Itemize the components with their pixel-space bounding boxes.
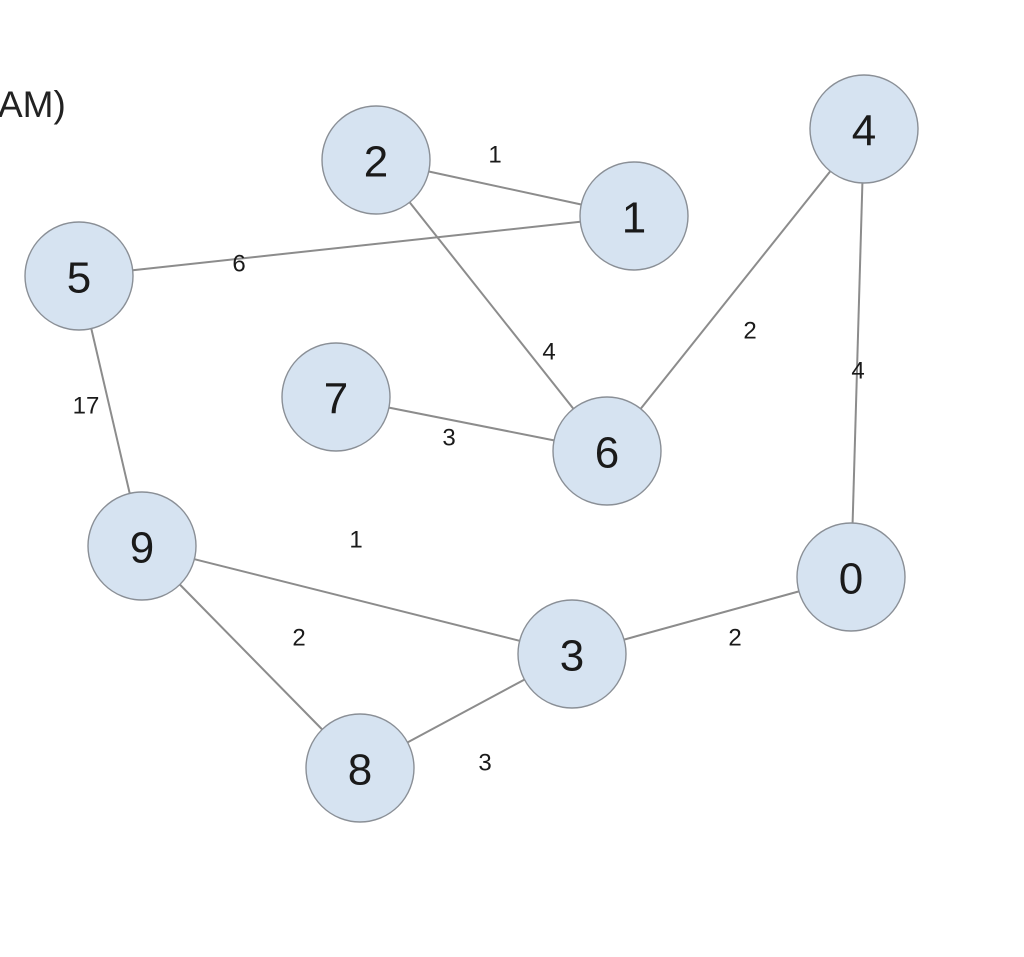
edge-weight-2-1: 1 [488, 142, 501, 169]
node-label-0: 0 [839, 555, 863, 604]
edge-weight-7-6: 3 [442, 425, 455, 452]
node-label-9: 9 [130, 524, 154, 573]
node-label-2: 2 [364, 138, 388, 187]
edge-6-4 [639, 170, 832, 410]
node-circle-5 [24, 221, 134, 331]
node-8: 8 [305, 713, 415, 823]
edge-9-8 [179, 583, 323, 731]
node-5: 5 [24, 221, 134, 331]
edge-weight-2-6: 4 [542, 339, 555, 366]
edge-weight-4-0: 4 [851, 358, 864, 385]
edge-2-6 [408, 201, 575, 410]
node-circle-7 [281, 342, 391, 452]
edge-weight-9-3: 1 [349, 527, 362, 554]
node-circle-8 [305, 713, 415, 823]
node-0: 0 [796, 522, 906, 632]
node-label-8: 8 [348, 746, 372, 795]
node-9: 9 [87, 491, 197, 601]
node-2: 2 [321, 105, 431, 215]
node-label-5: 5 [67, 254, 91, 303]
edge-weight-6-4: 2 [743, 318, 756, 345]
edge-5-1 [132, 220, 581, 272]
edge-4-0 [851, 182, 864, 524]
node-circle-9 [87, 491, 197, 601]
partial-title: AM) [0, 84, 66, 125]
edge-9-3 [194, 558, 520, 642]
node-label-7: 7 [324, 375, 348, 424]
edge-weight-5-1: 6 [232, 251, 245, 278]
node-7: 7 [281, 342, 391, 452]
edge-2-1 [428, 170, 582, 206]
edge-3-0 [623, 590, 800, 641]
node-3: 3 [517, 599, 627, 709]
node-circle-3 [517, 599, 627, 709]
edge-weight-3-0: 2 [728, 625, 741, 652]
edge-7-6 [388, 406, 555, 442]
node-circle-4 [809, 74, 919, 184]
node-circle-2 [321, 105, 431, 215]
node-label-1: 1 [622, 194, 646, 243]
edge-weight-8-3: 3 [478, 750, 491, 777]
node-label-4: 4 [852, 107, 876, 156]
node-label-3: 3 [560, 632, 584, 681]
node-circle-6 [552, 396, 662, 506]
edge-weight-9-8: 2 [292, 625, 305, 652]
node-circle-1 [579, 161, 689, 271]
node-circle-0 [796, 522, 906, 632]
edge-weight-5-9: 17 [73, 393, 100, 420]
node-6: 6 [552, 396, 662, 506]
node-1: 1 [579, 161, 689, 271]
nodes-layer: 0 1 2 3 4 5 6 7 8 9 [24, 74, 919, 823]
node-label-6: 6 [595, 429, 619, 478]
edge-5-9 [90, 328, 131, 494]
edge-8-3 [407, 678, 525, 744]
node-4: 4 [809, 74, 919, 184]
